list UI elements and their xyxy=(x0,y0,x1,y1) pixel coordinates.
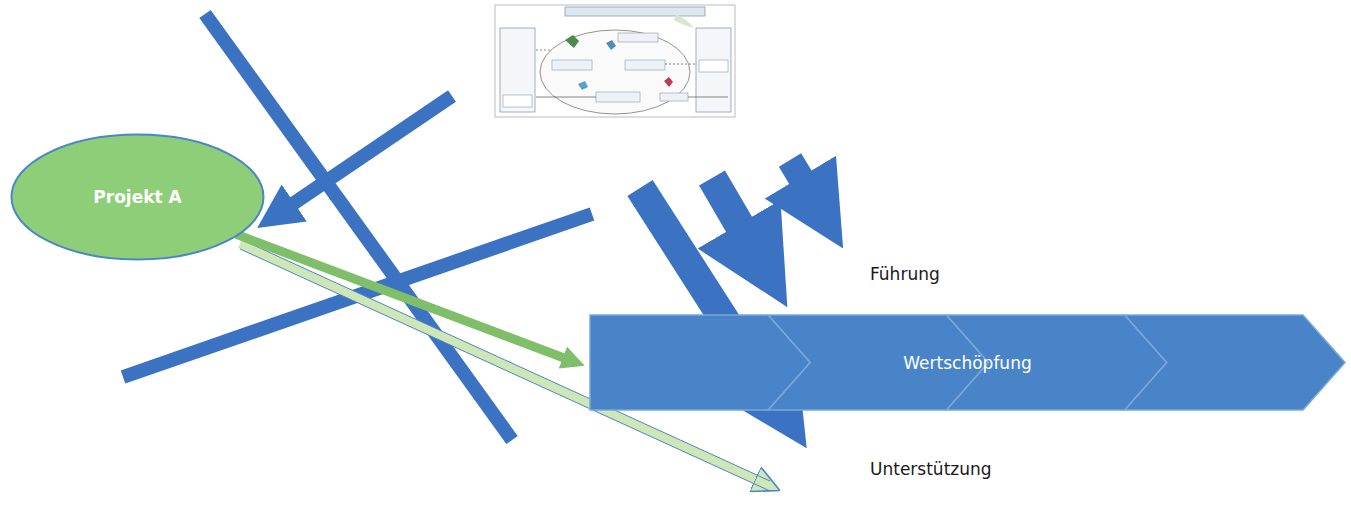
blue-arrow xyxy=(272,96,452,218)
blue-arrow xyxy=(790,160,826,220)
value-chain-band: Wertschöpfung xyxy=(590,315,1345,410)
blue-arrow xyxy=(712,178,768,274)
blue-bar xyxy=(205,14,512,440)
node-label: Wertschöpfung xyxy=(903,353,1031,373)
band-label: Führung xyxy=(870,264,940,284)
node-label: Projekt A xyxy=(93,187,181,207)
ellipse-shape xyxy=(12,135,264,260)
chevron-segment xyxy=(1125,315,1345,410)
chevron-segment xyxy=(590,315,810,410)
project-ellipse: Projekt A xyxy=(10,133,265,261)
thumbnail-figure xyxy=(495,5,735,117)
band-label: Unterstützung xyxy=(870,459,992,479)
green-arrow xyxy=(236,234,576,362)
